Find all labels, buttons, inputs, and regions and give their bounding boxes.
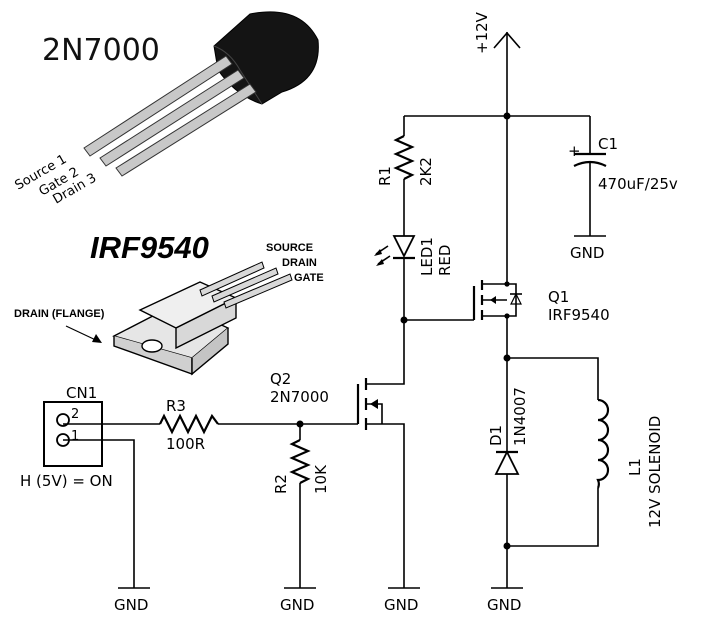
gnd-q2: GND <box>384 596 418 614</box>
r1-ref: R1 <box>376 166 394 186</box>
gnd-r2: GND <box>280 596 314 614</box>
package-irf9540-title: IRF9540 <box>90 230 209 265</box>
connector-cn1: CN1 2 1 H (5V) = ON <box>20 384 160 588</box>
package-irf9540-flange-label: DRAIN (FLANGE) <box>14 308 105 320</box>
q2-value: 2N7000 <box>270 388 329 406</box>
cn1-note: H (5V) = ON <box>20 472 113 490</box>
r3-value: 100R <box>166 435 205 453</box>
gnd-c1: GND <box>570 244 604 262</box>
package-irf9540-pin-gate: GATE <box>294 272 324 284</box>
d1-value: 1N4007 <box>511 387 529 446</box>
q1-ref: Q1 <box>548 288 569 306</box>
ground-d1: GND <box>487 587 523 614</box>
q1-value: IRF9540 <box>548 306 610 324</box>
package-2n7000-title: 2N7000 <box>42 33 160 68</box>
l1-ref: L1 <box>626 458 644 476</box>
cn1-pin1: 1 <box>71 429 79 444</box>
led1-value: RED <box>436 245 454 276</box>
cn1-pin2: 2 <box>71 407 79 422</box>
c1-ref: C1 <box>598 135 618 153</box>
led1-ref: LED1 <box>418 237 436 276</box>
q2-ref: Q2 <box>270 370 291 388</box>
r2-ref: R2 <box>272 474 290 494</box>
resistor-r1: R1 2K2 <box>376 116 435 236</box>
inductor-l1: L1 12V SOLENOID <box>507 398 664 547</box>
supply-12v: +12V <box>473 11 521 116</box>
led-led1: LED1 RED <box>374 235 454 320</box>
mosfet-q1: Q1 IRF9540 <box>404 116 610 358</box>
c1-polarity: + <box>568 142 581 160</box>
l1-value: 12V SOLENOID <box>646 416 664 528</box>
package-2n7000-leads <box>83 55 257 177</box>
wire-solenoid-top <box>507 357 599 400</box>
package-2n7000: 2N7000 Source 1 Gate 2 Drain 3 <box>13 11 319 207</box>
junction-solenoid-bottom <box>503 542 511 550</box>
package-irf9540-pin-drain: DRAIN <box>282 257 317 269</box>
r2-value: 10K <box>312 464 330 494</box>
ground-cn1: GND <box>114 587 150 614</box>
r1-value: 2K2 <box>417 157 435 186</box>
resistor-r3: R3 100R <box>159 397 300 453</box>
r3-ref: R3 <box>166 397 186 415</box>
gnd-cn1: GND <box>114 596 148 614</box>
package-irf9540-pin-source: SOURCE <box>266 242 313 254</box>
package-irf9540: IRF9540 SOURCE DRAIN GATE DRAIN (FLANGE) <box>14 230 324 376</box>
d1-ref: D1 <box>487 425 505 446</box>
cn1-ref: CN1 <box>66 384 97 402</box>
capacitor-c1: + C1 470uF/25v GND <box>568 116 678 262</box>
c1-value: 470uF/25v <box>598 175 678 193</box>
diode-d1: D1 1N4007 <box>487 358 529 588</box>
supply-label: +12V <box>473 11 491 54</box>
gnd-d1: GND <box>487 596 521 614</box>
mosfet-q2: Q2 2N7000 <box>270 320 405 588</box>
ground-r2: GND <box>280 587 316 614</box>
resistor-r2: R2 10K <box>272 424 330 588</box>
ground-q2: GND <box>384 587 420 614</box>
